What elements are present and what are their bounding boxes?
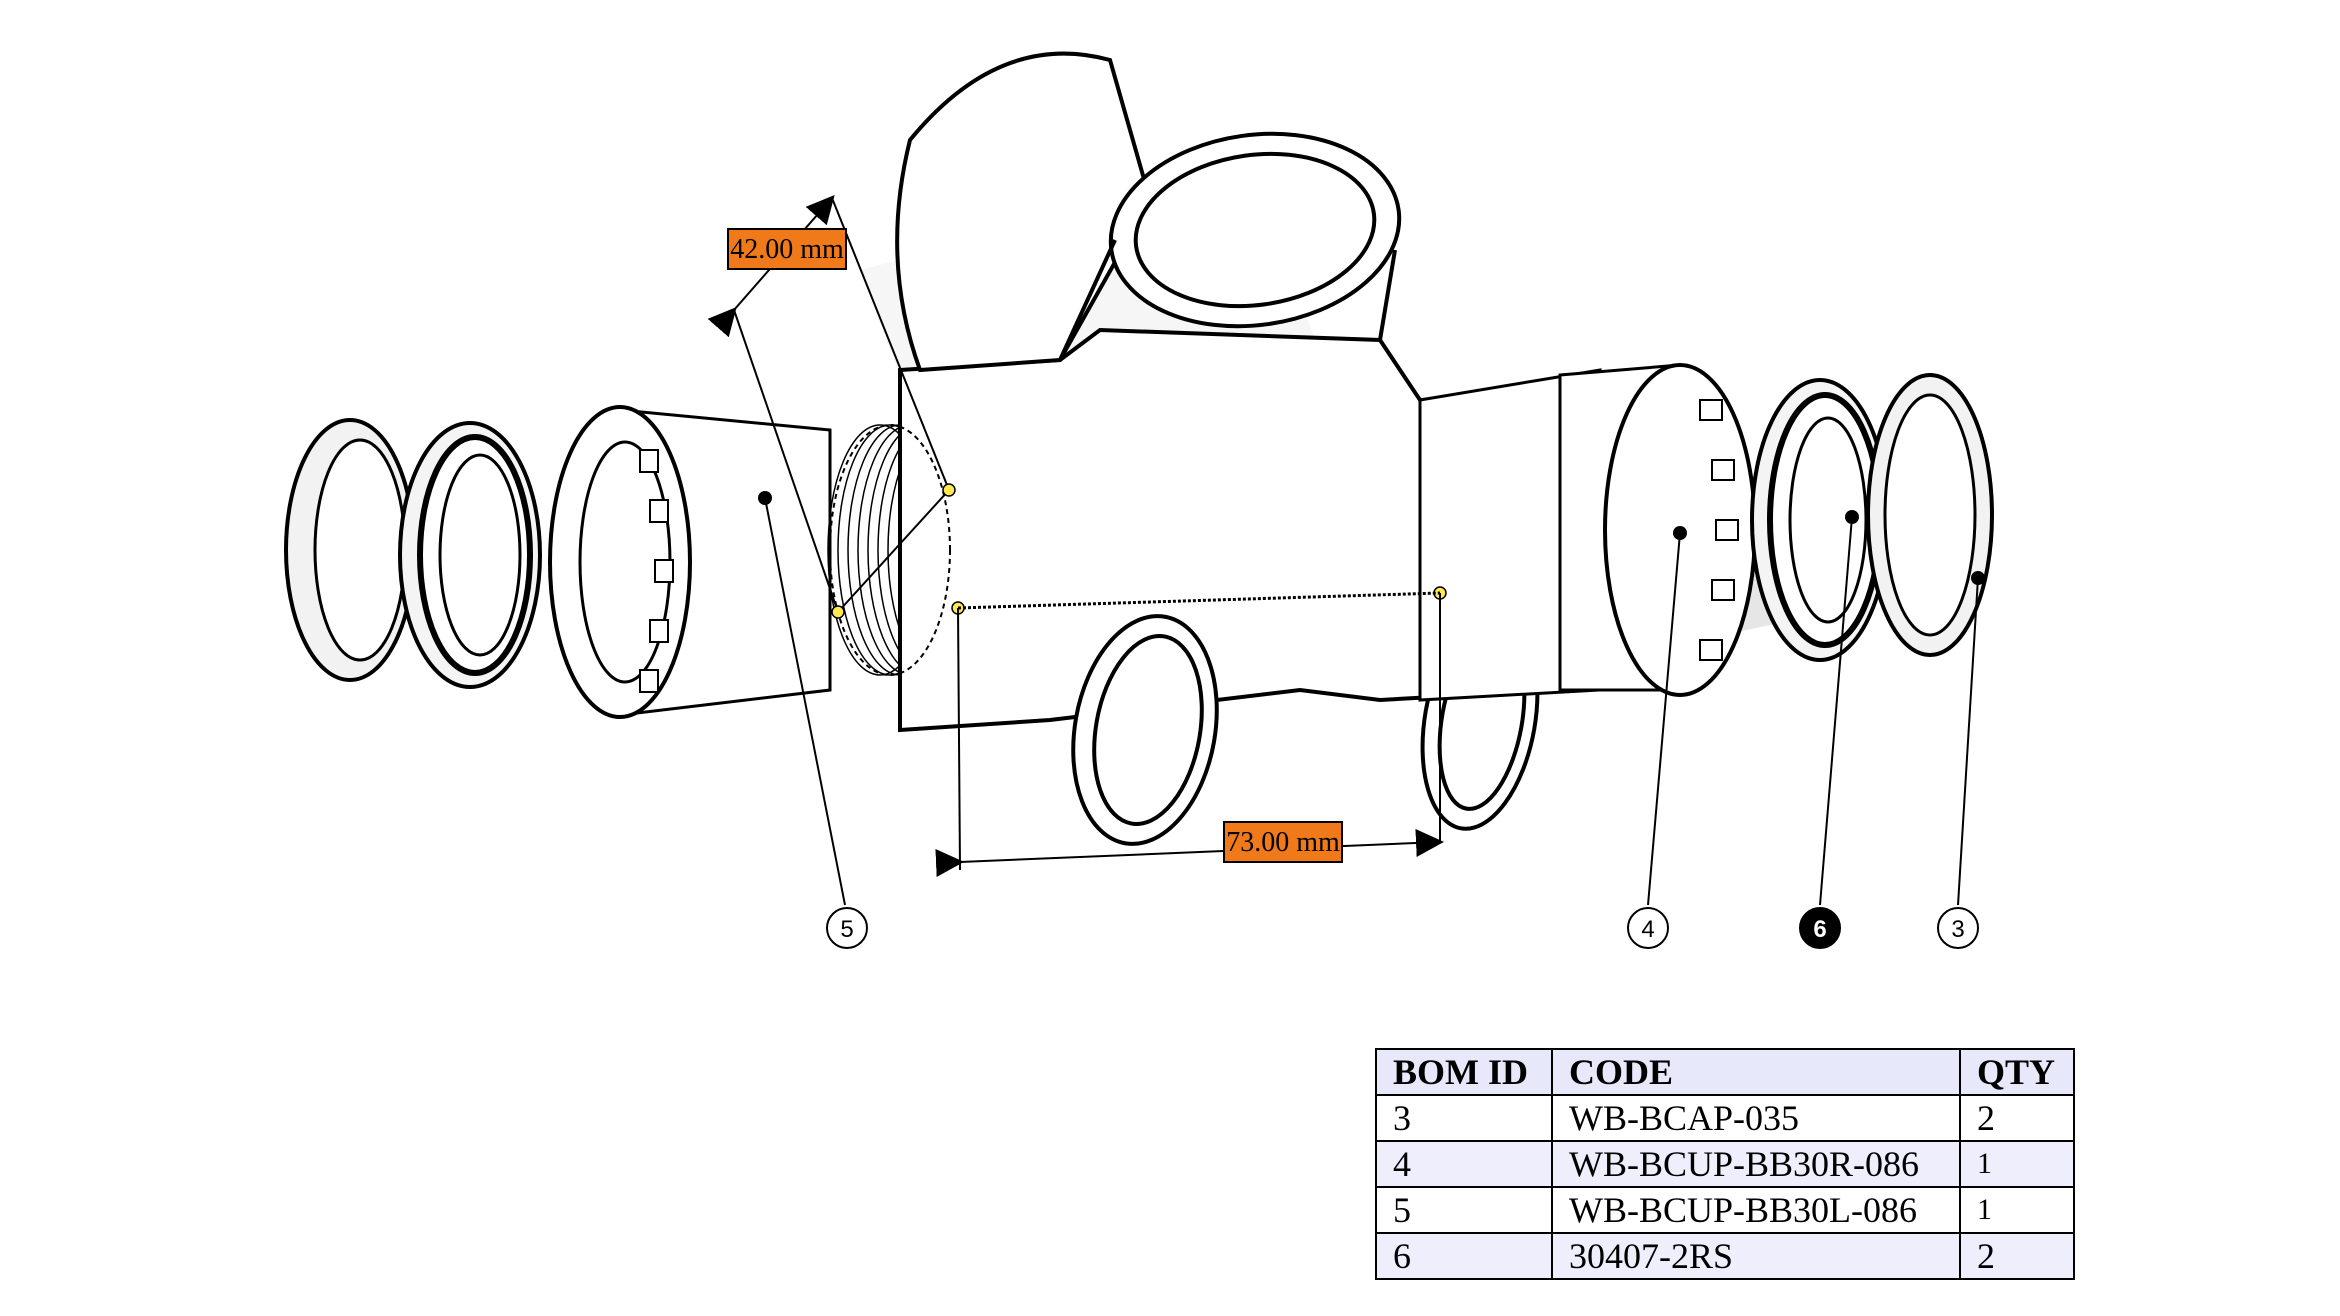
bom-header-row: BOM ID CODE QTY <box>1375 1048 2075 1096</box>
bom-cell-qty: 1 <box>1959 1140 2075 1188</box>
width-dimension <box>935 591 1444 877</box>
bom-header-id: BOM ID <box>1375 1048 1553 1096</box>
bom-cell-id: 3 <box>1375 1094 1553 1142</box>
table-row: 5 WB-BCUP-BB30L-086 1 <box>1375 1186 2075 1234</box>
balloon-4: 4 <box>1627 907 1669 949</box>
bom-header-code: CODE <box>1551 1048 1961 1096</box>
svg-text:3: 3 <box>1951 916 1964 943</box>
bom-cell-qty: 2 <box>1959 1094 2075 1142</box>
bom-table: BOM ID CODE QTY 3 WB-BCAP-035 2 4 WB-BCU… <box>1375 1048 2075 1280</box>
bom-cell-code: WB-BCAP-035 <box>1551 1094 1961 1142</box>
leader-lines <box>764 497 1979 906</box>
bom-cell-qty: 2 <box>1959 1232 2075 1280</box>
bom-cell-id: 6 <box>1375 1232 1553 1280</box>
table-row: 6 30407-2RS 2 <box>1375 1232 2075 1280</box>
bom-cell-id: 4 <box>1375 1140 1553 1188</box>
dimension-label-width: 73.00 mm <box>1223 821 1343 863</box>
attachment-dots <box>758 491 1985 585</box>
table-row: 3 WB-BCAP-035 2 <box>1375 1094 2075 1142</box>
left-cup <box>548 405 993 719</box>
cap-ring-left <box>284 418 416 682</box>
bom-cell-code: WB-BCUP-BB30R-086 <box>1551 1140 1961 1188</box>
svg-text:42.00 mm: 42.00 mm <box>730 234 844 265</box>
cap-ring-right <box>1866 373 1994 657</box>
bom-header-qty: QTY <box>1959 1048 2075 1096</box>
bom-cell-code: WB-BCUP-BB30L-086 <box>1551 1186 1961 1234</box>
balloon-6: 6 <box>1799 907 1841 949</box>
balloon-3: 3 <box>1937 907 1979 949</box>
svg-text:4: 4 <box>1641 916 1654 943</box>
bom-cell-qty: 1 <box>1959 1186 2075 1234</box>
bom-cell-id: 5 <box>1375 1186 1553 1234</box>
svg-text:5: 5 <box>840 916 853 943</box>
svg-text:73.00 mm: 73.00 mm <box>1226 827 1340 858</box>
right-cup <box>1418 363 1757 702</box>
frame-shell <box>895 51 1562 846</box>
bom-cell-code: 30407-2RS <box>1551 1232 1961 1280</box>
table-row: 4 WB-BCUP-BB30R-086 1 <box>1375 1140 2075 1188</box>
bearing-left <box>398 421 542 689</box>
svg-text:6: 6 <box>1813 916 1826 943</box>
dimension-label-diameter: 42.00 mm <box>727 228 847 270</box>
bearing-right <box>1750 378 1890 662</box>
balloon-5: 5 <box>826 907 868 949</box>
